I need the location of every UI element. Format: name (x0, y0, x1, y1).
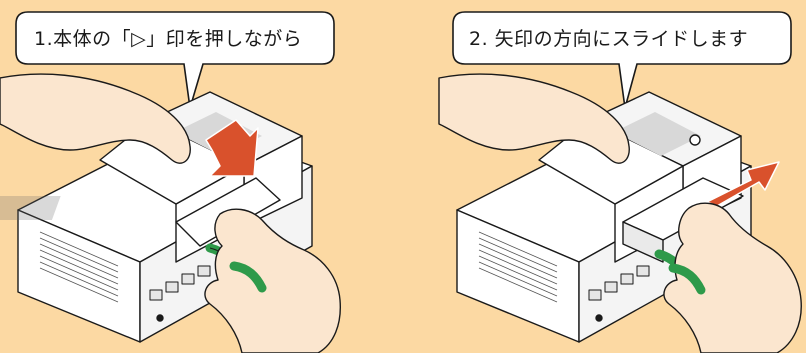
green-cable-plug (668, 263, 706, 295)
lower-hand (204, 208, 341, 353)
step-2-panel: 2. 矢印の方向にスライドします (403, 0, 806, 353)
step-2-label: 2. 矢印の方向にスライドします (469, 28, 749, 50)
slide-direction-arrow (706, 161, 780, 207)
upper-hand (438, 73, 630, 164)
slide-cover (622, 177, 744, 263)
step-1-label: 1.本体の「▷」印を押しながら (34, 28, 303, 50)
step-2-speech-bubble (452, 11, 792, 109)
green-cable-plug (229, 261, 267, 293)
step-1-illustration (0, 11, 341, 353)
upper-hand (0, 73, 191, 164)
lower-hand (663, 202, 802, 353)
step-1-speech-bubble (15, 11, 335, 109)
step-2-illustration (438, 11, 802, 353)
step-1-panel: 1.本体の「▷」印を押しながら (0, 11, 341, 353)
press-direction-arrow (205, 119, 259, 177)
